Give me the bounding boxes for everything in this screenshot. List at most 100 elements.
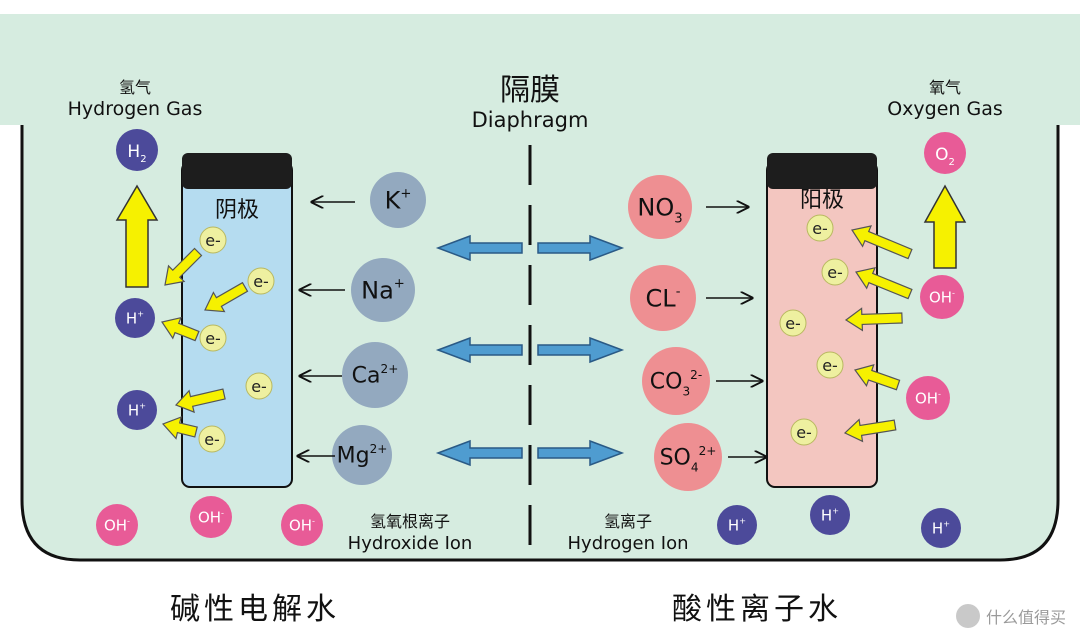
yellow-arrow [161,416,198,440]
h2-molecule: H2 [116,129,158,171]
svg-text:OH-: OH- [915,389,941,408]
svg-text:Ca2+: Ca2+ [352,362,399,389]
yellow-arrow [204,281,249,313]
cation-k: K+ [370,172,426,228]
bottom-hydrogen-ions: H+ H+ H+ [717,495,961,548]
svg-text:OH-: OH- [289,516,315,535]
diaphragm-ion-arrows [435,234,625,467]
ion-migration-arrows [298,202,766,457]
anode-label: 阳极 [800,188,844,213]
svg-text:H+: H+ [821,506,839,525]
yellow-arrow [161,316,200,342]
svg-text:e-: e- [827,263,843,282]
electron: e- [247,267,275,295]
anion-cl: CL- [630,265,696,331]
yellow-arrow [854,364,901,391]
svg-text:e-: e- [785,314,801,333]
svg-text:e-: e- [253,272,269,291]
svg-text:CL-: CL- [646,284,681,312]
hydrogen-ion-label-en: Hydrogen Ion [568,533,689,554]
svg-text:e-: e- [822,356,838,375]
electron: e- [245,372,273,400]
cathode-electrode: 阴极 [181,153,293,488]
electron: e- [198,425,226,453]
watermark-logo-icon [955,604,980,628]
svg-text:e-: e- [205,329,221,348]
hydroxide-label-zh: 氢氧根离子 [370,512,450,531]
svg-text:OH-: OH- [104,516,130,535]
o2-molecule: O2 [924,132,966,174]
yellow-arrow [851,225,913,260]
svg-text:OH-: OH- [929,288,955,307]
cation-mg: Mg2+ [332,425,392,485]
electron: e- [806,214,834,242]
svg-text:H+: H+ [128,401,146,420]
cathode-h-ions: H+ H+ [115,298,157,430]
electron: e- [821,258,849,286]
cation-ca: Ca2+ [342,342,408,408]
bottom-hydroxide-ions: OH- OH- OH- [96,496,323,546]
svg-text:H2: H2 [127,142,146,165]
hydrogen-ion-label-zh: 氢离子 [604,512,652,531]
hydrogen-gas-zh: 氢气 [119,78,151,97]
yellow-arrow [855,266,913,300]
electron-transfer-arrows [161,225,913,443]
electron: e- [816,351,844,379]
electron: e- [199,324,227,352]
hydrogen-gas-en: Hydrogen Gas [68,98,203,120]
cation-na: Na+ [351,258,415,322]
svg-text:Mg2+: Mg2+ [337,442,388,469]
electron-group: e-e-e-e-e-e-e-e-e-e- [198,214,849,453]
h-ion: H+ [921,508,961,548]
diaphragm-zh: 隔膜 [500,73,560,108]
svg-text:Na+: Na+ [361,276,405,304]
svg-text:e-: e- [205,231,221,250]
anion-co: CO32- [642,347,710,415]
h-ion: H+ [717,505,757,545]
h-ion: H+ [115,298,155,338]
acidic-water-caption: 酸性离子水 [672,592,842,627]
svg-text:NO3: NO3 [637,193,682,226]
electron: e- [199,226,227,254]
oh-ion: OH- [190,496,232,538]
oh-ion: OH- [96,504,138,546]
tank-outline [20,125,1060,562]
svg-text:e-: e- [204,430,220,449]
yellow-arrow [174,388,226,414]
alkaline-water-caption: 碱性电解水 [170,592,340,627]
oh-ion: OH- [906,376,950,420]
hydroxide-label-en: Hydroxide Ion [348,533,473,554]
oxygen-gas-zh: 氧气 [929,78,961,97]
oh-ion: OH- [920,275,964,319]
watermark: 什么值得买 [955,604,1066,628]
o2-rise-arrow [923,184,967,269]
svg-text:e-: e- [251,377,267,396]
cathode-label: 阴极 [215,198,259,223]
anion-no: NO3 [628,175,692,239]
h-ion: H+ [117,390,157,430]
svg-text:H+: H+ [728,516,746,535]
svg-text:OH-: OH- [198,508,224,527]
anode-oh-ions: OH- OH- [906,275,964,420]
yellow-arrow [843,418,897,443]
h-ion: H+ [810,495,850,535]
yellow-arrow [844,307,903,332]
svg-text:O2: O2 [935,145,955,168]
svg-text:K+: K+ [385,186,412,214]
oxygen-gas-en: Oxygen Gas [887,98,1003,120]
yellow-arrow [164,247,203,286]
h2-rise-arrow [115,184,159,288]
svg-text:H+: H+ [126,309,144,328]
anode-electrode: 阳极 [766,153,878,488]
oh-ion: OH- [281,504,323,546]
diaphragm-en: Diaphragm [472,108,589,132]
svg-text:e-: e- [812,219,828,238]
svg-text:e-: e- [796,423,812,442]
svg-text:H+: H+ [932,519,950,538]
electron: e- [779,309,807,337]
anion-so: SO42+ [654,423,722,491]
svg-text:CO32-: CO32- [650,368,702,399]
electron: e- [790,418,818,446]
